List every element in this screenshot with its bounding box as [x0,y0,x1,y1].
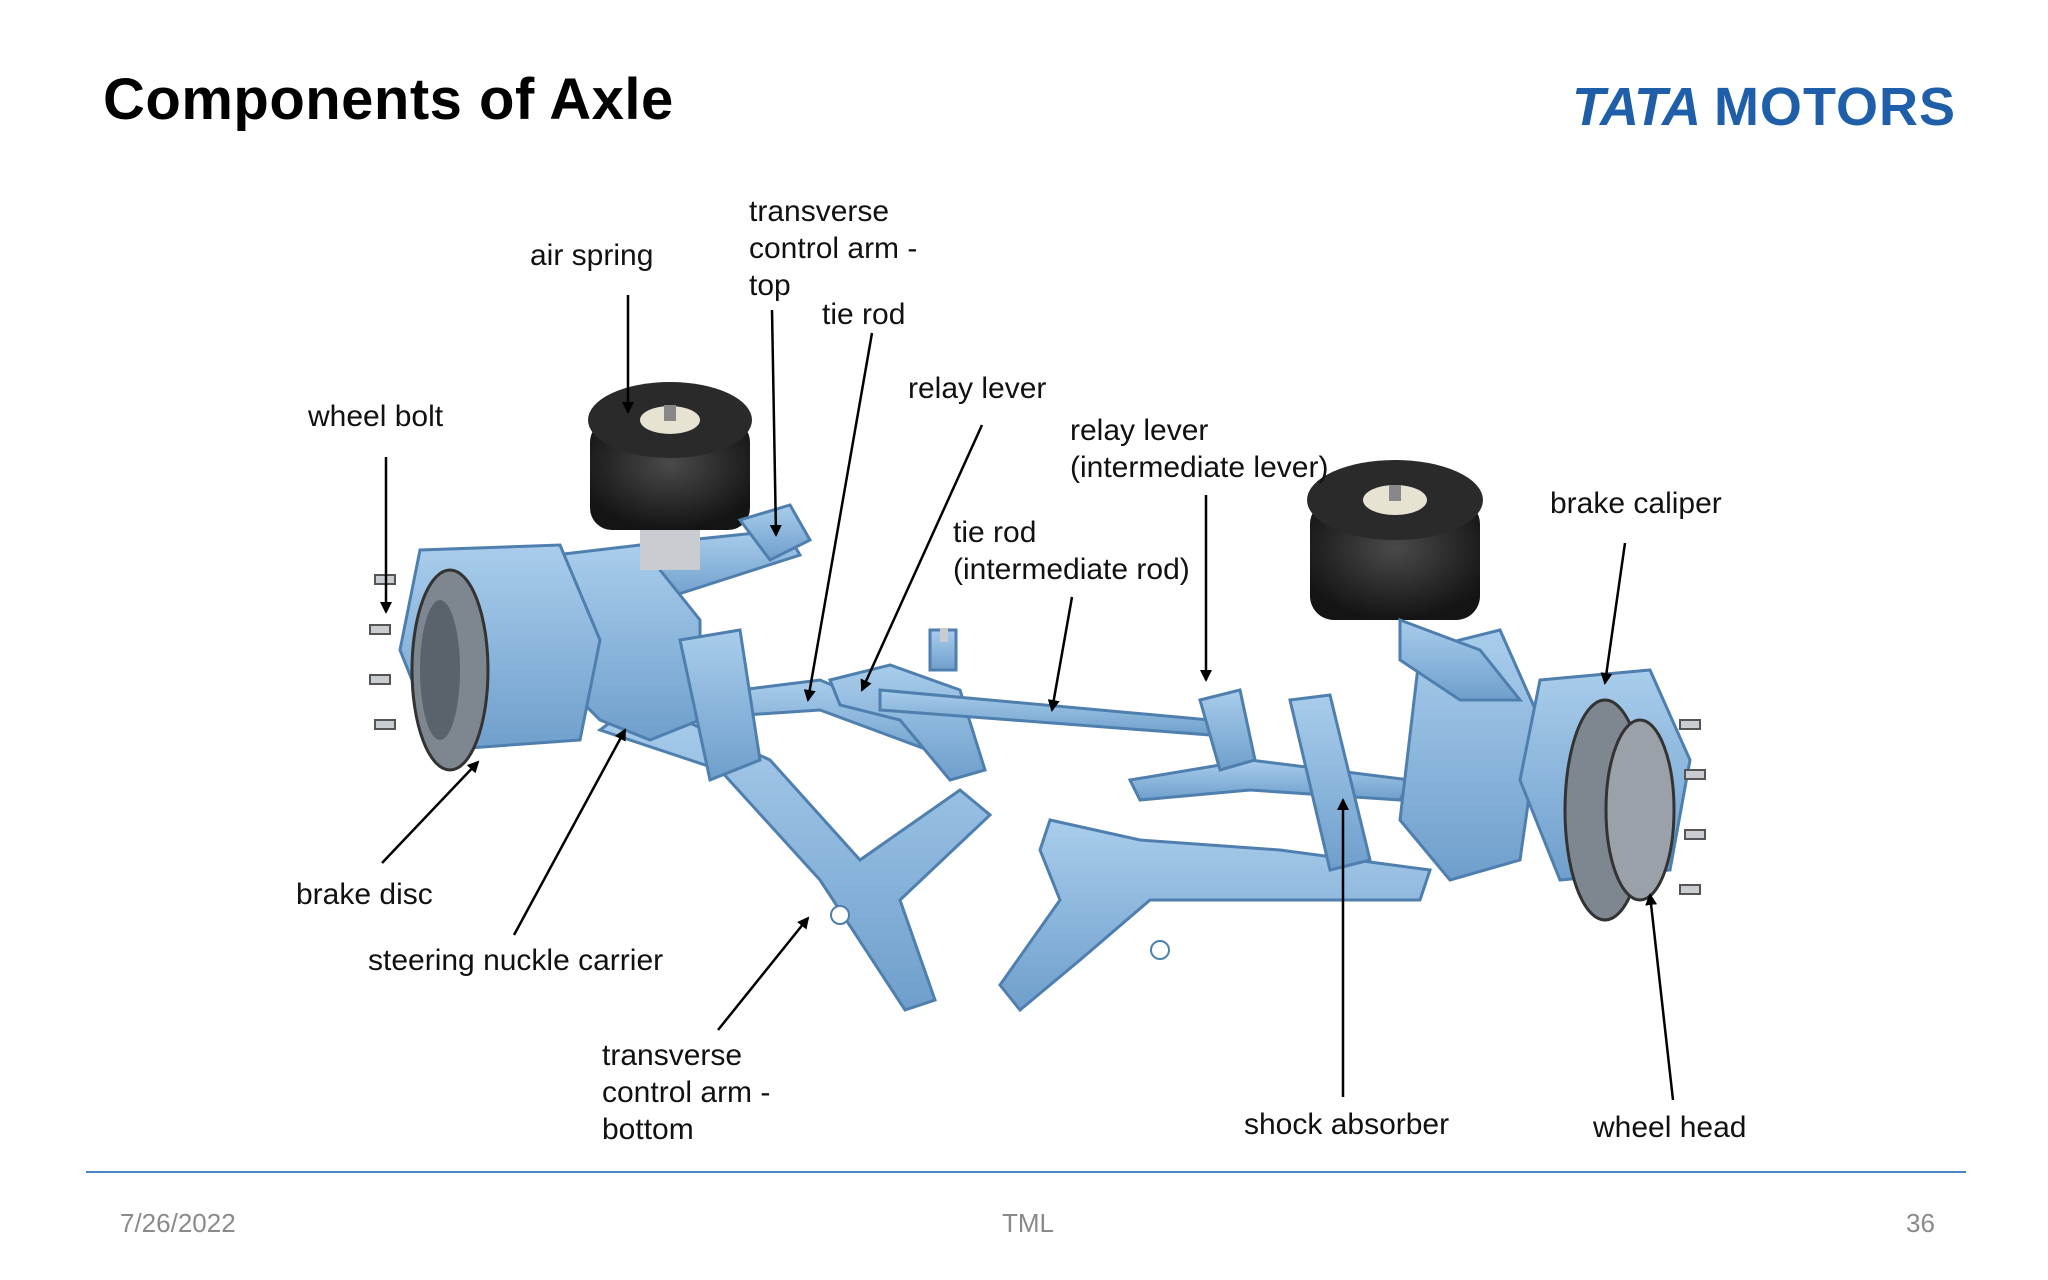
page-number: 36 [1906,1208,1935,1238]
right-lower-control-arm [998,818,1432,1013]
footer-rule [86,1171,1966,1173]
wheel-bolts [369,574,396,730]
label-transverse-arm-top: transverse control arm - top [749,195,918,302]
right-air-spring [1307,460,1524,702]
label-shock-absorber: shock absorber [1244,1108,1450,1141]
page-title: Components of Axle [103,67,674,132]
label-steering-knuckle-carrier: steering nuckle carrier [368,944,664,977]
label-wheel-bolt: wheel bolt [308,400,444,433]
footer-date: 7/26/2022 [120,1208,236,1238]
right-wheel-assembly [998,460,1706,1013]
center-linkage [827,628,1212,782]
label-wheel-head: wheel head [1593,1111,1747,1144]
label-tie-rod: tie rod [822,298,906,331]
right-wheel-head [1604,718,1676,902]
relay-lever [827,663,987,782]
label-air-spring: air spring [530,239,654,272]
label-transverse-arm-bottom: transverse control arm - bottom [602,1039,771,1146]
label-brake-caliper: brake caliper [1550,487,1722,520]
footer-center: TML [1002,1208,1054,1238]
label-tie-rod-intermediate: tie rod (intermediate rod) [953,516,1190,586]
label-brake-disc: brake disc [296,878,433,911]
leader-arrows [380,295,1675,1101]
label-relay-lever-intermediate: relay lever (intermediate lever) [1070,414,1329,484]
right-shock-absorber [1288,693,1372,872]
label-relay-lever: relay lever [908,372,1047,405]
